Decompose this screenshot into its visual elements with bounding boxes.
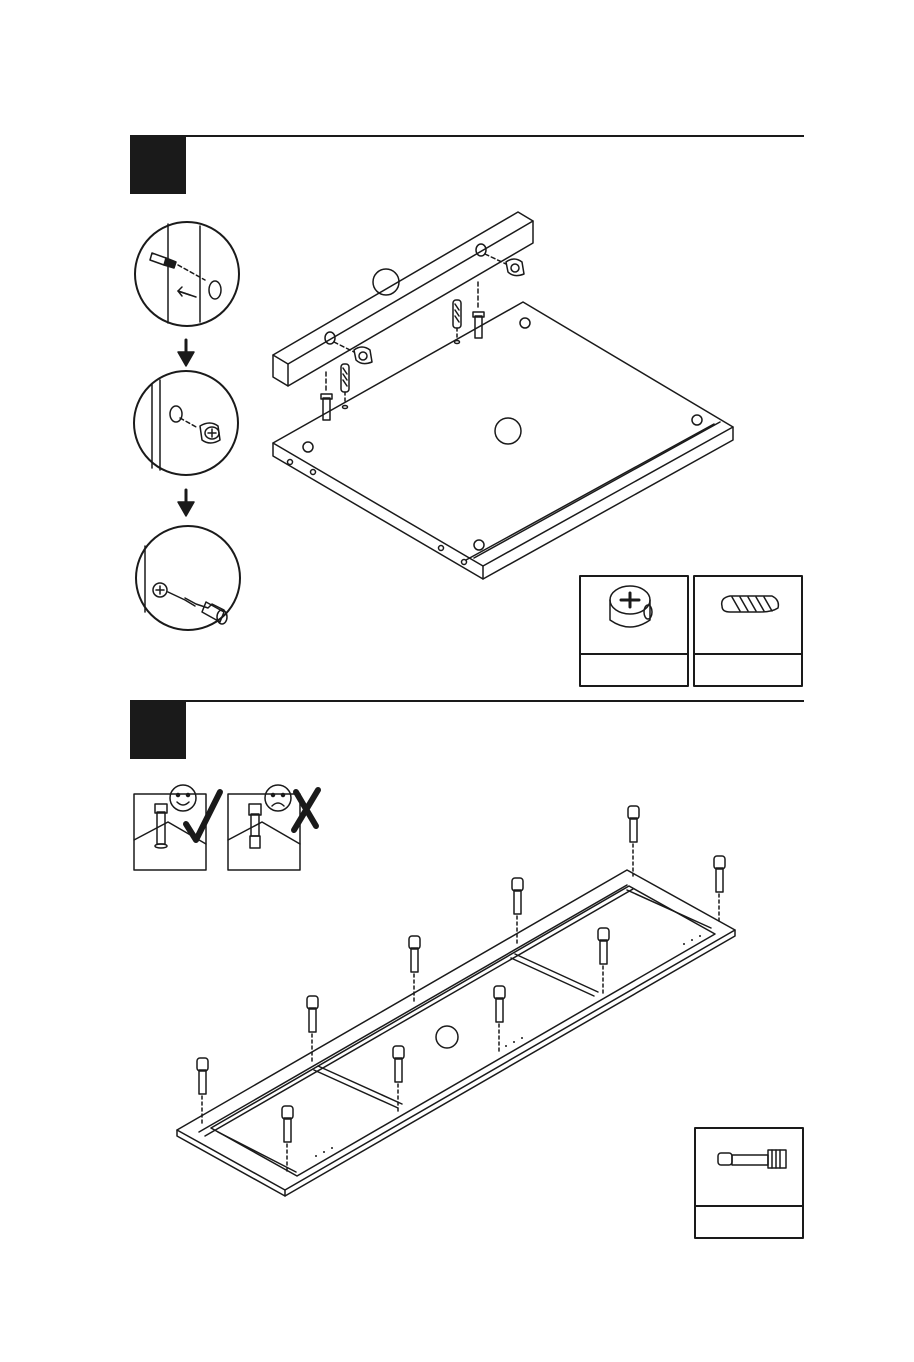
cam-bolt-10 xyxy=(714,856,725,924)
detail-circle-tighten-with-screwdriver xyxy=(136,526,240,630)
step-1-rail xyxy=(273,212,533,386)
cam-bolt-8 xyxy=(598,928,609,996)
step-1-main-panel xyxy=(273,302,733,579)
component-box-cam-lock xyxy=(580,576,688,686)
step-1-fasteners xyxy=(321,282,484,420)
cam-bolt-5 xyxy=(409,936,420,1004)
arrow-down-2-icon xyxy=(178,490,194,516)
correct-insertion-inset xyxy=(134,785,220,870)
cam-bolt-6 xyxy=(494,986,505,1052)
cam-bolt-4 xyxy=(393,1046,404,1112)
incorrect-insertion-inset xyxy=(228,785,318,870)
step-2-frame-panel xyxy=(177,870,735,1196)
arrow-down-1-icon xyxy=(178,340,194,366)
checkmark-icon xyxy=(186,792,220,840)
cam-bolt-3 xyxy=(307,996,318,1062)
cam-bolt-9 xyxy=(628,806,639,876)
smiley-face-icon xyxy=(170,785,196,811)
cross-icon xyxy=(294,790,318,830)
sad-face-icon xyxy=(265,785,291,811)
component-box-wooden-dowel xyxy=(694,576,802,686)
detail-circle-insert-dowel xyxy=(135,222,239,326)
detail-circle-insert-cam-lock xyxy=(134,371,238,475)
cam-bolt-1 xyxy=(197,1058,208,1124)
cam-bolt-2 xyxy=(282,1106,293,1172)
component-box-cam-bolt xyxy=(695,1128,803,1238)
